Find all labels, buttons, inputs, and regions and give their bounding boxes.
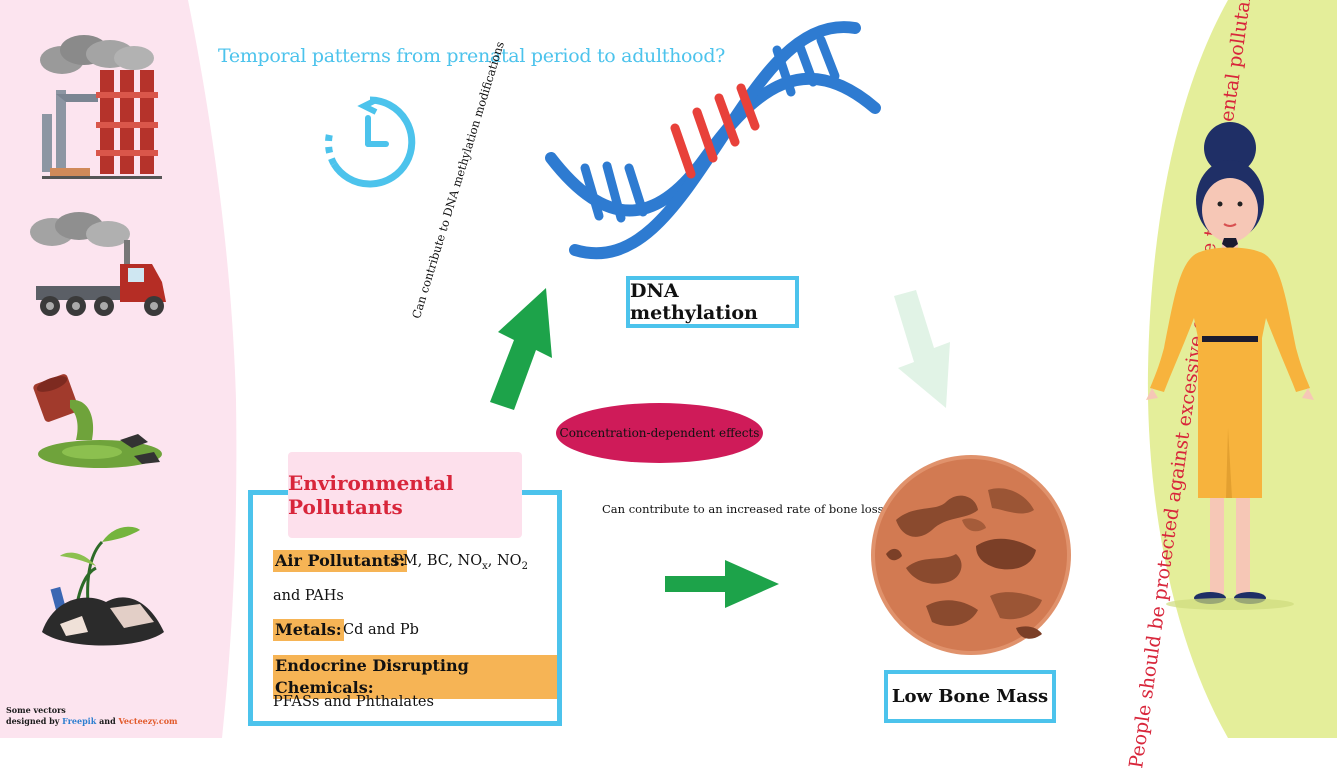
- credits-designed-by: designed by: [6, 716, 60, 726]
- dna-icon: [545, 21, 881, 260]
- soil-plant-icon: [42, 526, 164, 646]
- credits-vecteezy-link[interactable]: Vecteezy.com: [118, 716, 178, 726]
- credits-and: and: [99, 716, 116, 726]
- left-panel-background: [0, 0, 237, 738]
- edc-items: PFASs and Phthalates: [273, 694, 434, 710]
- arrow-down-faded: [894, 290, 950, 408]
- truck-icon: [30, 212, 166, 316]
- concentration-label: Concentration-dependent effects: [559, 426, 760, 440]
- clock-icon: [325, 96, 416, 188]
- air-sep: , NO: [487, 553, 522, 569]
- credits-line2: designed by Freepik and Vecteezy.com: [6, 716, 178, 727]
- credits: Some vectors designed by Freepik and Vec…: [6, 705, 178, 727]
- metals-items: Cd and Pb: [343, 622, 419, 638]
- edc-tag: Endocrine Disrupting Chemicals:: [273, 655, 557, 699]
- arrow-up-green: [490, 288, 552, 410]
- metals-tag: Metals:: [273, 619, 344, 641]
- air-pollutants-items-b: and PAHs: [273, 588, 344, 604]
- credits-freepik-link[interactable]: Freepik: [62, 716, 97, 726]
- methylation-mod-label: Can contribute to DNA methylation modifi…: [409, 39, 507, 321]
- woman-icon: [1146, 122, 1314, 610]
- diagram-title: Temporal patterns from prenatal period t…: [218, 45, 726, 67]
- bone-icon: [871, 455, 1071, 655]
- air-sub-2: 2: [521, 560, 528, 572]
- air-pollutants-items: PM, BC, NOx, NO2: [393, 550, 528, 578]
- dna-methylation-box: DNA methylation: [626, 276, 799, 328]
- air-pollutants-tag: Air Pollutants:: [273, 550, 408, 572]
- low-bone-mass-box: Low Bone Mass: [884, 670, 1056, 723]
- credits-line1: Some vectors: [6, 705, 66, 715]
- air-sub-x: x: [482, 560, 488, 572]
- arrow-right-green: [665, 560, 779, 608]
- bone-loss-label: Can contribute to an increased rate of b…: [602, 502, 884, 516]
- concentration-oval: Concentration-dependent effects: [556, 403, 763, 463]
- environmental-pollutants-title: Environmental Pollutants: [288, 452, 522, 538]
- air-items-a: PM, BC, NO: [393, 553, 483, 569]
- factory-icon: [40, 35, 162, 179]
- toxic-spill-icon: [33, 374, 162, 468]
